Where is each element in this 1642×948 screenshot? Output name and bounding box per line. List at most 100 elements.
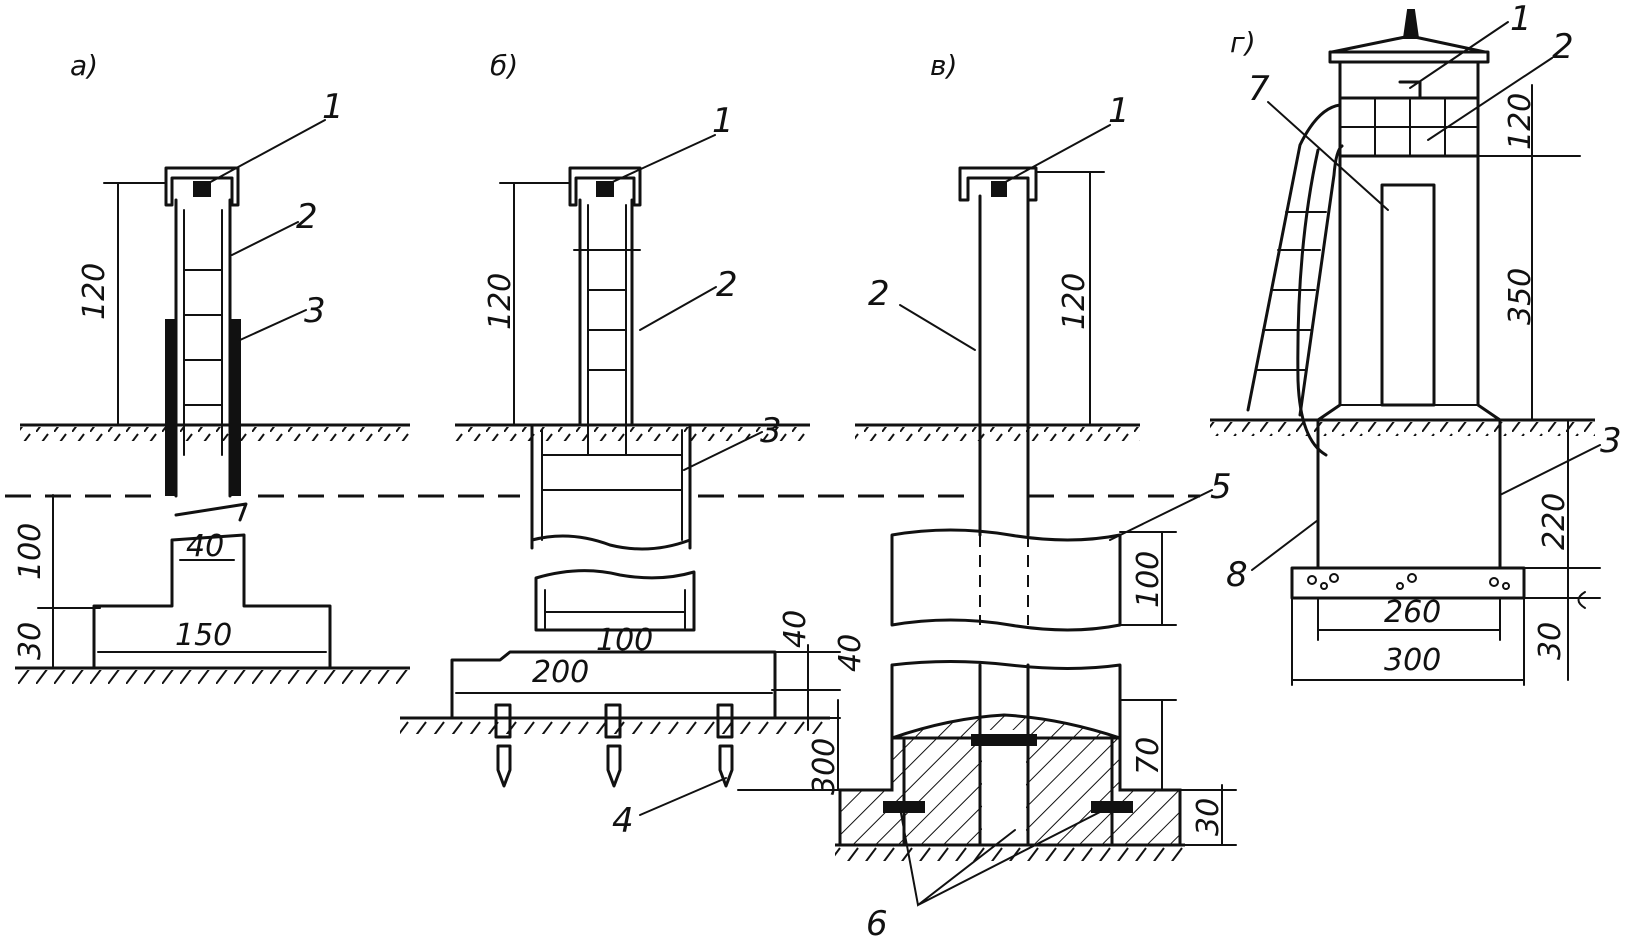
dim-30-a: 30 — [13, 622, 48, 660]
ground-hatch-v — [855, 427, 1140, 441]
dim-40-b-1: 40 — [778, 610, 813, 648]
dim-30-v: 30 — [1191, 798, 1226, 836]
callout-1-b: 1 — [712, 101, 734, 141]
dim-100-v: 100 — [1131, 551, 1166, 608]
aggregate-g — [1489, 577, 1499, 587]
dim-350-g: 350 — [1503, 268, 1538, 325]
callout-1-g: 1 — [1510, 0, 1532, 39]
dim-100-a: 100 — [13, 523, 48, 580]
leader-g — [1251, 519, 1319, 571]
callout-6-v: 6 — [866, 904, 888, 944]
leader-g — [1409, 21, 1509, 89]
dim-30-g: 30 — [1533, 622, 1568, 660]
ground-base-hatch-a — [15, 670, 410, 684]
callout-3-a: 3 — [304, 291, 326, 331]
cap-a — [164, 166, 240, 207]
anchor-plate-top-v — [971, 734, 1037, 746]
dim-300-g: 300 — [1384, 643, 1441, 678]
ground-base-hatch-v — [835, 847, 1185, 861]
dim-120-b: 120 — [483, 273, 518, 330]
panel-v-letter: в) — [930, 49, 957, 82]
post-socket-v — [982, 730, 1026, 845]
lower-block-v — [890, 660, 1122, 740]
pile-1-b — [494, 703, 512, 788]
spire-g — [1402, 9, 1420, 39]
leader-g — [1499, 444, 1601, 496]
callout-5-v: 5 — [1210, 467, 1232, 507]
ground-base-hatch-b — [400, 720, 830, 734]
pipe-block-v — [890, 528, 1122, 632]
callout-3-g: 3 — [1600, 421, 1622, 461]
lower-block-b — [534, 569, 696, 632]
dim-220-g: 220 — [1537, 493, 1572, 550]
dim-120-v: 120 — [1057, 273, 1092, 330]
break-line-a — [174, 502, 248, 522]
panel-b-letter: б) — [490, 49, 518, 82]
leader-v — [899, 807, 1101, 907]
break-top-b — [530, 534, 692, 551]
callout-2-g: 2 — [1552, 27, 1574, 67]
dim-200-b: 200 — [532, 655, 589, 690]
callout-4-b: 4 — [612, 801, 634, 841]
foundation-a — [92, 533, 332, 670]
aggregate-g — [1320, 582, 1328, 590]
dim-100-b: 100 — [596, 623, 653, 658]
tower-body-g — [1316, 154, 1502, 422]
base-slab-g — [1290, 566, 1526, 600]
callout-8-g: 8 — [1226, 555, 1248, 595]
sleeve-right-a — [229, 319, 241, 496]
dim-40-b-2: 40 — [833, 634, 868, 672]
leader-v — [999, 124, 1111, 186]
pile-3-b — [716, 703, 734, 788]
panel-a: а) 120 100 30 — [13, 49, 410, 684]
callout-1-a: 1 — [322, 87, 344, 127]
panel-v: в) 120 — [835, 49, 1237, 944]
callout-3-b: 3 — [760, 411, 782, 451]
dim-40-a: 40 — [186, 529, 224, 564]
leader-a — [231, 221, 299, 256]
leader-a — [239, 309, 307, 341]
slab-b — [450, 650, 777, 720]
post-left-b — [530, 198, 582, 550]
leader-v — [1109, 489, 1213, 541]
dim-mark-g — [1577, 591, 1586, 609]
dim-70-v: 70 — [1131, 737, 1166, 775]
leader-a — [204, 119, 326, 186]
roof-g — [1330, 34, 1487, 54]
ladder-rail-right-g — [1298, 144, 1344, 417]
leader-g — [1267, 101, 1389, 211]
dim-120-g: 120 — [1503, 93, 1538, 150]
ground-hatch-a — [20, 427, 410, 441]
callout-2-b: 2 — [716, 265, 738, 305]
aggregate-g — [1307, 575, 1317, 585]
leader-g — [1427, 57, 1553, 141]
dim-120-a: 120 — [77, 263, 112, 320]
leader-b — [683, 431, 763, 471]
lantern-g — [1338, 60, 1480, 100]
callout-1-v: 1 — [1108, 91, 1130, 131]
callout-7-g: 7 — [1248, 69, 1270, 109]
ground-hatch-g — [1210, 422, 1595, 436]
cap-b — [568, 166, 642, 207]
post-right-b — [630, 198, 692, 550]
aggregate-g — [1329, 573, 1339, 583]
callout-2-v: 2 — [868, 274, 890, 314]
dim-260-g: 260 — [1384, 595, 1441, 630]
cable-g — [1296, 148, 1328, 457]
leader-b — [639, 286, 717, 331]
leader-b — [639, 777, 727, 816]
panel-g-letter: г) — [1230, 26, 1256, 59]
aggregate-g — [1502, 582, 1510, 590]
panel-b: б) — [400, 49, 868, 841]
aggregate-g — [1407, 573, 1417, 583]
panel-g: г) — [1210, 0, 1622, 686]
leader-b — [605, 134, 716, 186]
ground-hatch-b — [455, 427, 810, 441]
callout-2-a: 2 — [296, 197, 318, 237]
leader-v — [899, 304, 976, 351]
pile-2-b — [604, 703, 622, 788]
panel-a-letter: а) — [70, 49, 98, 82]
benchmark-head-b — [596, 181, 614, 197]
